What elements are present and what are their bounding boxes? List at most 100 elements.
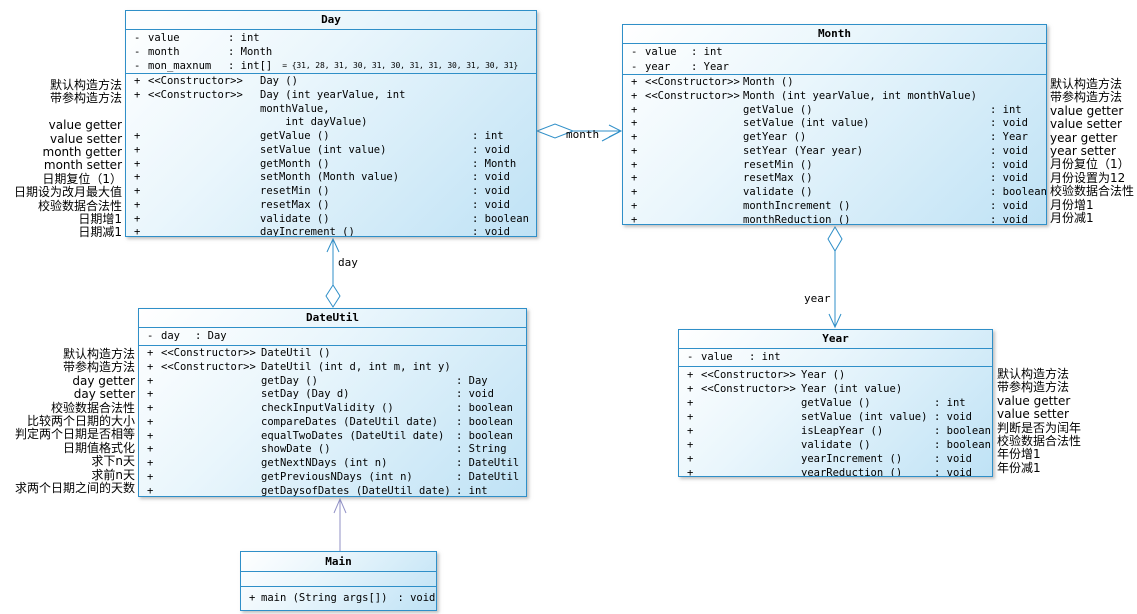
method-stereotype <box>161 485 261 497</box>
class-year[interactable]: Year -value: int +<<Constructor>>Year ()… <box>678 329 993 477</box>
method-row: +yearIncrement (): void <box>679 452 992 466</box>
method-stereotype <box>161 402 261 416</box>
method-visibility: + <box>147 388 154 401</box>
attr-initializer: = {31, 28, 31, 30, 31, 30, 31, 31, 30, 3… <box>282 61 519 71</box>
attr-type: : int <box>749 351 781 363</box>
method-signature: getValue () <box>743 103 813 116</box>
method-return-type: : DateUtil <box>456 470 520 483</box>
annotation-line: 日期增1 <box>78 212 122 227</box>
method-visibility: + <box>687 397 694 409</box>
method-signature: DateUtil () <box>261 347 331 359</box>
method-visibility: + <box>147 484 154 497</box>
method-return-type: : boolean <box>456 402 513 414</box>
method-return-type: : int <box>934 397 966 409</box>
method-signature: setYear (Year year) <box>743 144 864 157</box>
attr-row: -value : int <box>679 350 992 364</box>
method-visibility: + <box>134 157 141 170</box>
annotation-line: 月份增1 <box>1050 197 1094 212</box>
annotation-line: 求前n天 <box>91 467 135 482</box>
method-row: +isLeapYear (): boolean <box>679 424 992 438</box>
method-return-type <box>990 76 1046 90</box>
arrowhead-month <box>608 124 623 138</box>
method-visibility: + <box>631 172 638 185</box>
method-return-type: : void <box>990 172 1028 185</box>
method-visibility: + <box>631 76 638 88</box>
method-signature: validate () <box>801 439 871 451</box>
annotation-line: value getter <box>48 118 122 133</box>
method-visibility: + <box>147 347 154 359</box>
method-return-type: : void <box>472 171 510 184</box>
methods-compartment: +<<Constructor>>Day ()+<<Constructor>>Da… <box>126 73 536 237</box>
method-visibility: + <box>249 592 256 604</box>
method-row: +resetMax (): void <box>623 172 1046 186</box>
method-stereotype <box>161 471 261 485</box>
method-return-type: : void <box>472 185 510 197</box>
method-stereotype <box>148 144 260 158</box>
annotation-line: month getter <box>42 145 123 160</box>
method-signature: DateUtil (int d, int m, int y) <box>261 360 451 373</box>
method-signature: dayIncrement () <box>260 226 355 237</box>
class-month[interactable]: Month -value: int-year: Year +<<Construc… <box>622 24 1047 225</box>
method-return-type: : Day <box>456 374 488 387</box>
method-row: +setValue (int value): void <box>623 117 1046 131</box>
method-signature: getYear () <box>743 131 807 143</box>
method-signature: resetMin () <box>743 158 813 171</box>
method-return-type: : void <box>397 592 436 604</box>
attr-visibility: - <box>631 46 638 58</box>
attr-type: : Month <box>228 46 273 59</box>
method-visibility: + <box>134 75 141 87</box>
attr-name: month <box>148 46 180 59</box>
method-visibility: + <box>687 369 694 381</box>
method-signature: monthIncrement () <box>743 199 851 212</box>
method-return-type: : boolean <box>456 415 513 428</box>
method-visibility: + <box>147 360 154 373</box>
method-stereotype <box>701 438 801 452</box>
method-signature: getValue () <box>260 130 330 142</box>
method-return-type: : int <box>990 103 1022 116</box>
method-stereotype <box>645 214 743 225</box>
methods-compartment: +main (String args[]): void <box>241 586 436 606</box>
method-visibility: + <box>147 429 154 442</box>
attr-name: value <box>701 351 733 363</box>
method-signature: yearReduction () <box>801 467 903 477</box>
annotation-line: 日期设为改月最大值 <box>13 185 122 200</box>
method-signature: monthReduction () <box>743 213 851 225</box>
method-stereotype <box>148 171 260 185</box>
class-title: Day <box>321 13 341 26</box>
method-visibility: + <box>631 158 638 171</box>
annotation-line: year getter <box>1050 130 1118 145</box>
annotation-line: 判断是否为闰年 <box>997 420 1082 435</box>
method-return-type: : int <box>472 130 504 142</box>
method-stereotype <box>161 375 261 389</box>
annotation-line: month setter <box>43 158 122 173</box>
method-visibility: + <box>687 439 694 451</box>
method-visibility: + <box>147 457 154 469</box>
method-visibility: + <box>631 199 638 212</box>
method-return-type: : Month <box>472 157 517 170</box>
class-main[interactable]: Main +main (String args[]): void <box>240 551 437 611</box>
annotation-line: 带参构造方法 <box>1050 90 1123 105</box>
method-stereotype <box>161 416 261 430</box>
method-row: +main (String args[]): void <box>241 588 436 606</box>
attr-name: mon_maxnum <box>148 60 212 73</box>
method-signature: resetMax () <box>260 198 330 211</box>
attr-visibility: - <box>687 351 694 363</box>
method-stereotype <box>645 117 743 131</box>
method-return-type: : void <box>472 198 510 211</box>
class-day[interactable]: Day -value: int-month: Month-mon_maxnum:… <box>125 10 537 237</box>
annotation-line: 日期值格式化 <box>62 440 135 455</box>
aggregation-diamond-year <box>827 226 843 252</box>
class-dateutil[interactable]: DateUtil -day: Day +<<Constructor>>DateU… <box>138 308 527 497</box>
method-return-type <box>456 347 526 361</box>
annotation-line: 默认构造方法 <box>62 347 135 361</box>
attr-type: : Day <box>195 330 227 342</box>
method-signature: Month (int yearValue, int monthValue) <box>743 89 977 102</box>
method-return-type: : Year <box>990 131 1028 143</box>
method-row: +getNextNDays (int n): DateUtil <box>139 457 526 471</box>
method-visibility: + <box>147 443 154 456</box>
arrowhead-main-dependency <box>333 497 347 514</box>
method-return-type: : boolean <box>472 212 529 225</box>
method-stereotype <box>161 388 261 402</box>
method-row: +getValue (): int <box>126 130 536 144</box>
